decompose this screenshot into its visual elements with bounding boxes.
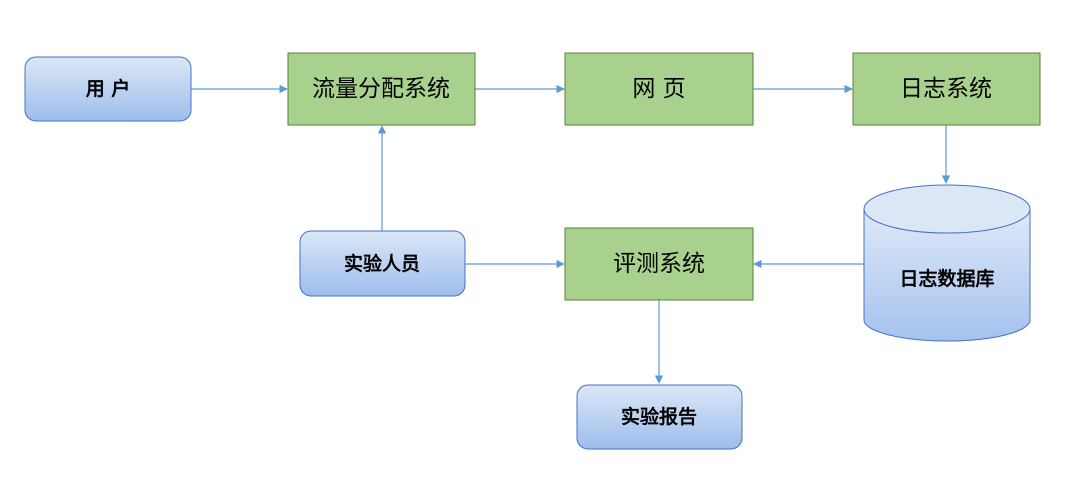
node-web-page: 网 页 — [564, 52, 754, 126]
node-evaluation-system: 评测系统 — [564, 227, 754, 301]
node-log-system-label: 日志系统 — [900, 76, 992, 102]
node-experimenter: 实验人员 — [299, 230, 466, 297]
node-traffic-allocation: 流量分配系统 — [287, 52, 476, 126]
node-experiment-report: 实验报告 — [576, 384, 743, 450]
node-user-label: 用 户 — [86, 77, 131, 100]
node-experiment-report-label: 实验报告 — [621, 405, 697, 428]
node-web-page-label: 网 页 — [632, 76, 685, 102]
node-log-system: 日志系统 — [852, 52, 1041, 126]
node-experimenter-label: 实验人员 — [344, 252, 420, 275]
node-evaluation-system-label: 评测系统 — [613, 251, 705, 277]
node-log-database-label: 日志数据库 — [899, 267, 994, 290]
node-log-database: 日志数据库 — [863, 184, 1031, 342]
node-traffic-allocation-label: 流量分配系统 — [312, 76, 450, 102]
node-user: 用 户 — [24, 56, 192, 122]
